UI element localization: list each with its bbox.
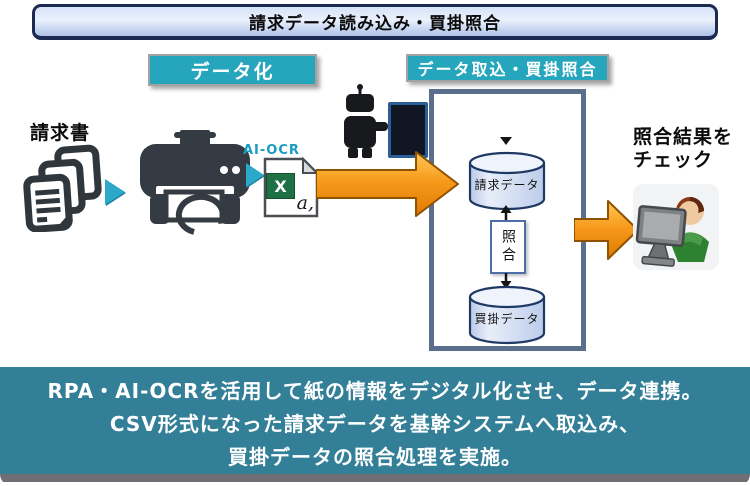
flow-arrow-icon-1 (105, 179, 125, 205)
system-panel-icon (388, 102, 428, 158)
big-arrow-into-system (316, 151, 459, 217)
section-label-digitize: データ化 (148, 54, 317, 86)
user-at-computer-icon (633, 184, 719, 270)
result-line2: チェック (633, 149, 714, 171)
db-invoice-data: 請求データ (467, 150, 547, 212)
digitize-label-text: データ化 (190, 60, 275, 83)
flow-arrow-icon-2 (246, 163, 264, 187)
scanner-icon (140, 130, 250, 235)
db-payable-label: 買掛データ (474, 312, 540, 326)
matching-process-box: 照合 (490, 220, 526, 274)
section-label-import: データ取込・買掛照合 (406, 54, 609, 82)
invoice-documents-icon (23, 144, 102, 232)
db-cylinder-shape (468, 285, 546, 345)
db-payable-data: 買掛データ (467, 284, 547, 346)
result-check-label: 照合結果を チェック (633, 126, 745, 172)
down-arrow-icon (500, 137, 512, 145)
import-label-text: データ取込・買掛照合 (417, 60, 598, 79)
csv-file-icon: X a, (263, 157, 319, 218)
diagram-title: 請求データ読み込み・買掛照合 (249, 14, 501, 34)
banner-line2: CSV形式になった請求データを基幹システムへ取込み、 (109, 412, 641, 436)
summary-banner: RPA・AI-OCRを活用して紙の情報をデジタル化させ、データ連携。 CSV形式… (0, 367, 750, 474)
excel-logo-icon: X (266, 173, 295, 199)
banner-line3: 買掛データの照合処理を実施。 (228, 445, 522, 469)
connector-arrow-down-icon (500, 273, 512, 289)
big-arrow-to-check (574, 200, 639, 260)
banner-bottom-edge (0, 474, 750, 482)
rpa-robot-icon (344, 84, 388, 158)
db-invoice-label: 請求データ (474, 178, 540, 192)
diagram-title-bar: 請求データ読み込み・買掛照合 (32, 4, 718, 40)
invoice-title: 請求書 (30, 122, 91, 144)
connector-arrow-up-icon (500, 205, 512, 221)
csv-letters: a, (296, 192, 314, 214)
ai-ocr-label: AI-OCR (243, 143, 300, 158)
db-cylinder-shape (468, 151, 546, 211)
banner-line1: RPA・AI-OCRを活用して紙の情報をデジタル化させ、データ連携。 (47, 379, 703, 403)
matching-label: 照合 (500, 229, 516, 265)
result-line1: 照合結果を (633, 126, 734, 148)
